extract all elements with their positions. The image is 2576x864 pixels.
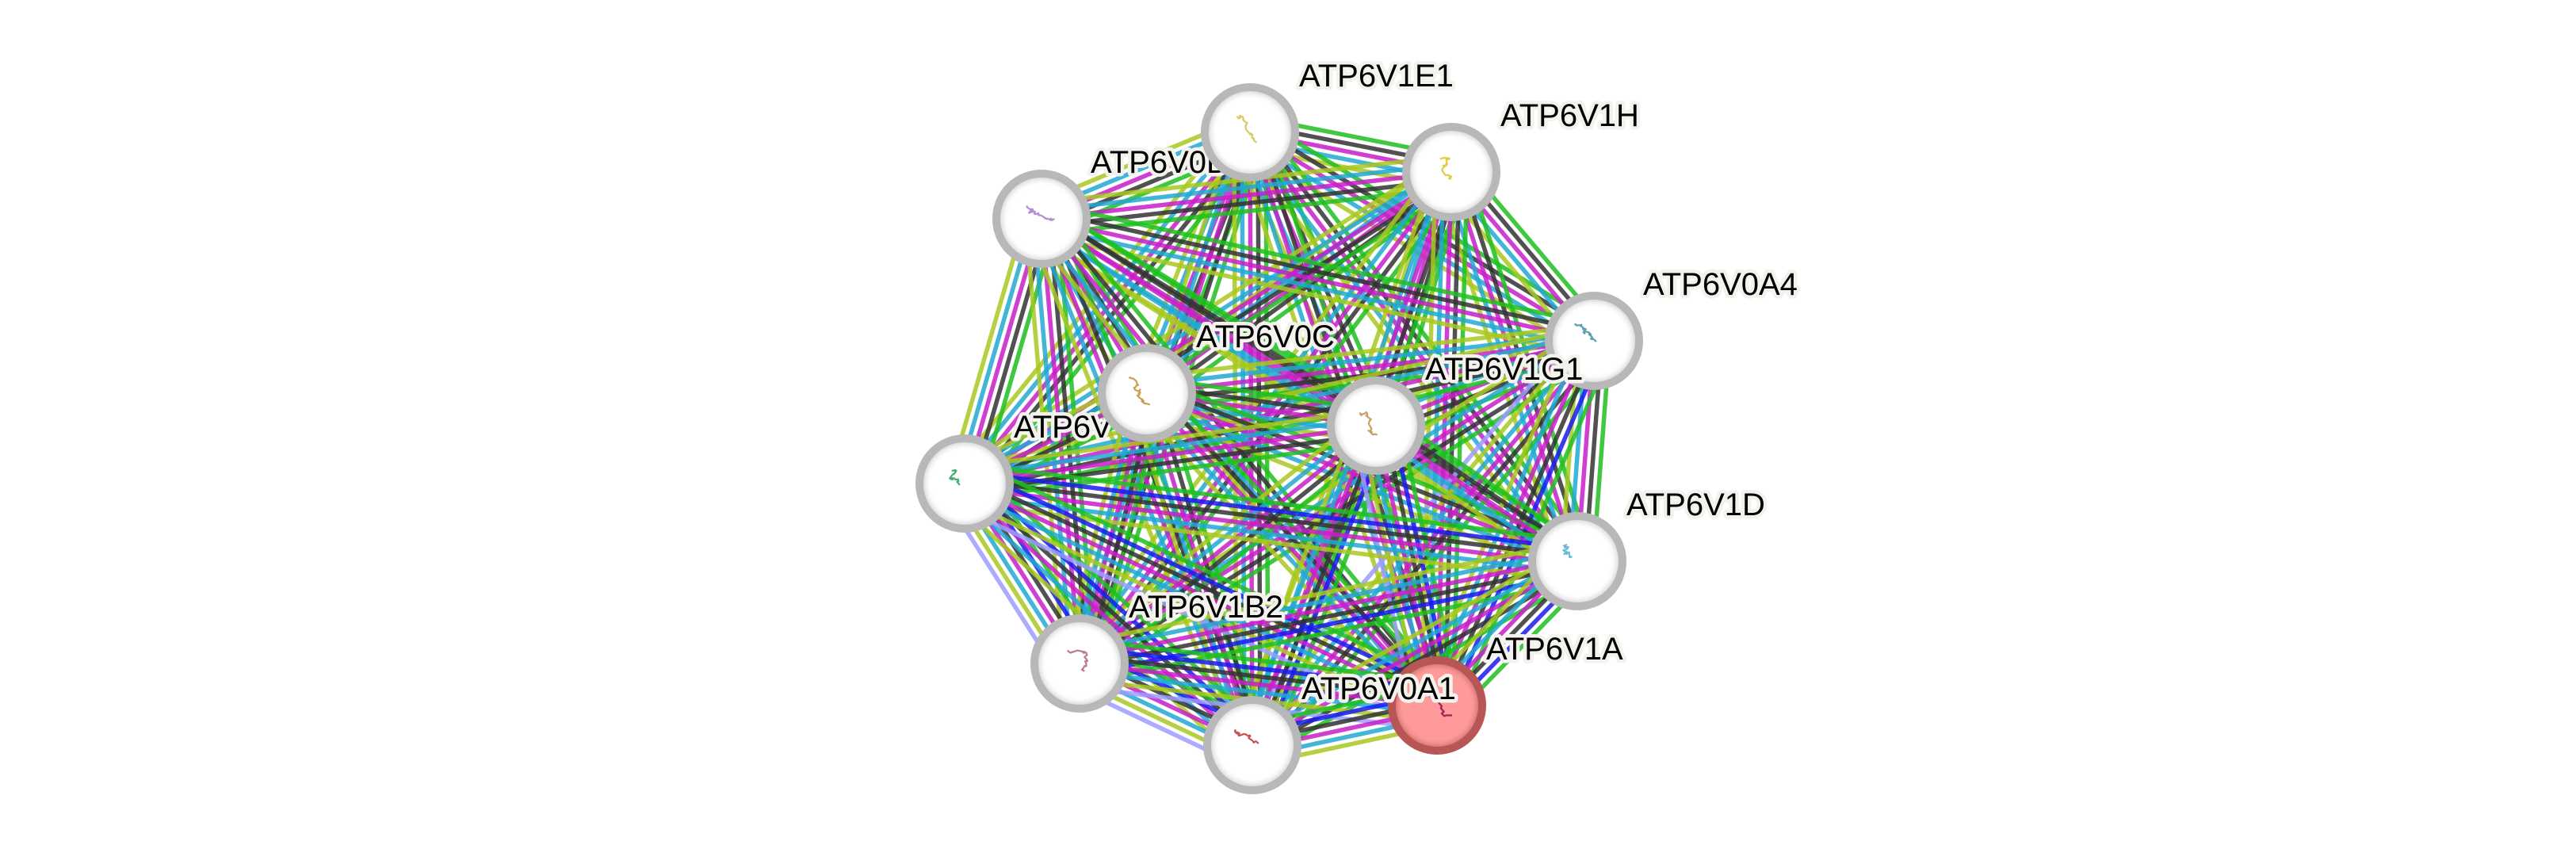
protein-structure-icon <box>1026 205 1055 221</box>
node-atp6v1g1[interactable]: ATP6V1G1 <box>1327 349 1587 475</box>
node-atp6v1a[interactable]: ATP6V1A <box>1388 629 1626 755</box>
edge-textmining-line <box>1145 323 1592 380</box>
node-shade <box>1536 520 1619 602</box>
edge-neighborhood-line <box>1044 201 1598 328</box>
edge-coexpression-line <box>1080 653 1439 700</box>
protein-structure-icon <box>1233 729 1259 744</box>
node-shade <box>1038 622 1121 705</box>
edge-neighborhood-line <box>973 460 1448 686</box>
edge-databases-line <box>1076 547 1576 655</box>
edge-textmining-line <box>1031 230 1570 577</box>
edge-databases-line <box>1040 162 1451 213</box>
edge-coexpression-line <box>1042 208 1596 335</box>
edge-experiments-line <box>1435 171 1454 706</box>
edge-experiments-line <box>1041 216 1595 343</box>
node-atp6v1b2[interactable]: ATP6V1B2 <box>1030 587 1286 713</box>
node-label: ATP6V1G1 <box>1425 352 1583 387</box>
node-label: ATP6V0A1 <box>1301 671 1456 706</box>
nodes-layer: ATP6VATP6V0CATP6V0D1ATP6V1E1ATP6V1HATP6V… <box>915 55 1801 794</box>
node-shade <box>1000 178 1083 260</box>
edge-experiments-line <box>1246 423 1374 745</box>
node-atp6v0c[interactable]: ATP6V0C <box>1098 316 1338 442</box>
protein-structure-icon <box>1439 157 1453 180</box>
node-label: ATP6V0A4 <box>1643 267 1798 302</box>
node-shade <box>1410 131 1492 213</box>
edge-textmining-line <box>961 407 1374 470</box>
edge-experiments-line <box>1078 555 1577 662</box>
node-atp6v0a1[interactable]: ATP6V0A1 <box>1203 668 1459 794</box>
protein-structure-icon <box>949 468 961 486</box>
edge-coexpression-line <box>965 477 1578 560</box>
edge-cooccurrence-line <box>1081 645 1439 692</box>
node-label: ATP6V1D <box>1626 487 1765 522</box>
node-shade <box>923 442 1006 525</box>
protein-structure-icon <box>1562 544 1573 559</box>
edge-textmining-line <box>1243 545 1571 733</box>
edge-databases-line <box>963 415 1375 478</box>
edge-cooccurrence-line <box>965 469 1580 552</box>
edge-cooccurrence-line <box>970 467 1445 694</box>
node-shade <box>1209 91 1291 174</box>
edge-neighborhood-line <box>966 461 1580 544</box>
node-shade <box>1396 664 1478 747</box>
node-atp6v1c[interactable]: ATP6V <box>915 407 1116 533</box>
edge-coexpression-line <box>967 474 1442 701</box>
protein-structure-icon <box>1574 323 1597 342</box>
node-shade <box>1211 704 1294 786</box>
edge-coexpression-line <box>1150 176 1458 402</box>
edge-experiments-line <box>964 485 1577 568</box>
node-label: ATP6V1A <box>1486 632 1623 667</box>
edge-textmining-line <box>961 501 1576 583</box>
edge-experiments-line <box>1041 170 1452 221</box>
node-atp6v0a4[interactable]: ATP6V0A4 <box>1545 264 1801 390</box>
edge-experiments-line <box>1431 338 1592 705</box>
node-label: ATP6V1B2 <box>1129 590 1283 625</box>
protein-structure-icon <box>1236 114 1258 143</box>
protein-structure-icon <box>1359 411 1378 436</box>
edge-databases-line <box>1039 224 1593 351</box>
edge-textmining-line <box>957 495 1431 722</box>
edge-neighborhood-line <box>1082 637 1440 684</box>
node-atp6v1h[interactable]: ATP6V1H <box>1402 95 1642 221</box>
node-shade <box>1553 300 1635 382</box>
edge-experiments-line <box>1078 338 1596 666</box>
node-label: ATP6V <box>1014 410 1112 445</box>
protein-structure-icon <box>1426 688 1453 717</box>
node-label: ATP6V1E1 <box>1299 59 1454 94</box>
node-atp6v1d[interactable]: ATP6V1D <box>1528 484 1768 610</box>
edge-databases-line <box>1071 166 1447 660</box>
edge-textmining-line <box>1068 411 1368 653</box>
edge-neighborhood-line <box>1049 203 1588 550</box>
protein-structure-icon <box>1129 376 1151 406</box>
node-atp6v1e1[interactable]: ATP6V1E1 <box>1201 55 1457 182</box>
node-label: ATP6V0C <box>1196 319 1335 354</box>
edge-textmining-line <box>1136 157 1443 383</box>
node-shade <box>1335 384 1417 467</box>
node-shade <box>1106 352 1188 434</box>
node-label: ATP6V1H <box>1500 98 1639 133</box>
edge-databases-line <box>1239 420 1367 742</box>
protein-structure-icon <box>1067 649 1088 672</box>
edge-textmining-line <box>1075 539 1574 647</box>
edge-experiments-line <box>1078 423 1378 666</box>
edge-ATP6V1C-ATP6V1D[interactable] <box>961 461 1580 583</box>
